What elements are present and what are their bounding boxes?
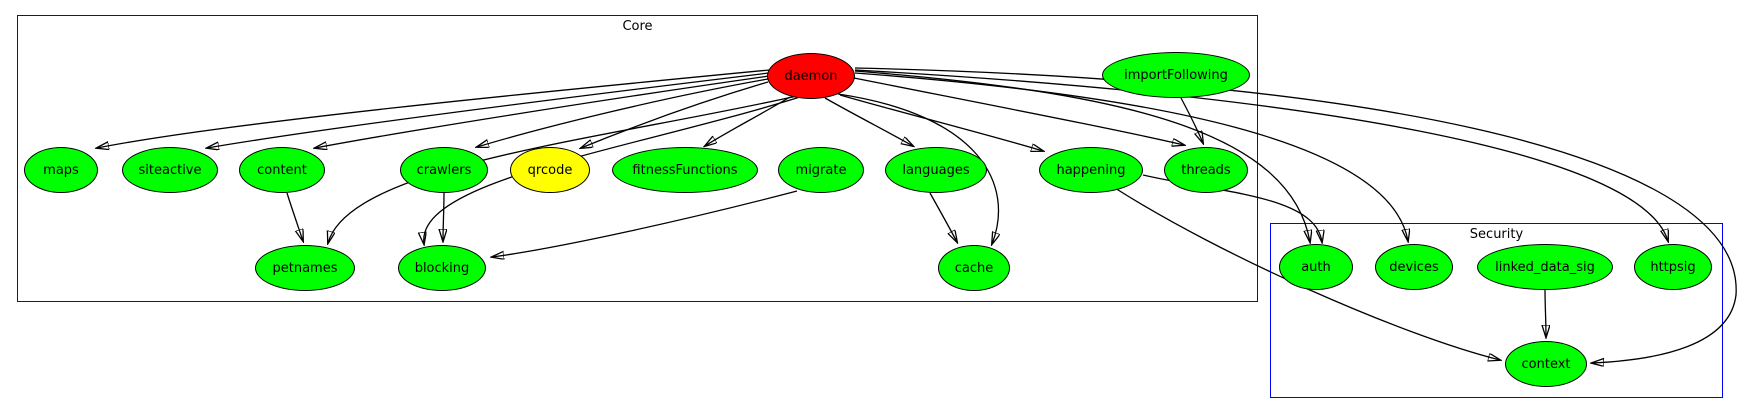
edge-crawlers-blocking — [443, 192, 444, 241]
edge-daemon-languages — [824, 97, 913, 146]
edge-daemon-qrcode — [581, 81, 769, 148]
edge-daemon-petnames — [328, 95, 798, 243]
node-qrcode: qrcode — [510, 147, 590, 193]
edge-content-petnames — [286, 192, 303, 241]
edge-daemon-auth — [854, 70, 1310, 242]
cluster-core: Core — [17, 15, 1258, 302]
node-crawlers: crawlers — [400, 147, 488, 193]
node-migrate: migrate — [778, 147, 864, 193]
edge-daemon-httpsig — [854, 69, 1668, 241]
node-httpsig: httpsig — [1634, 244, 1712, 290]
node-cache: cache — [938, 245, 1010, 291]
node-importFollowing: importFollowing — [1102, 52, 1250, 98]
node-linked_data_sig: linked_data_sig — [1477, 244, 1613, 290]
node-devices: devices — [1375, 244, 1453, 290]
node-content: content — [239, 147, 325, 193]
cluster-core-label: Core — [622, 19, 653, 34]
node-petnames: petnames — [255, 245, 355, 291]
node-languages: languages — [885, 147, 987, 193]
node-blocking: blocking — [398, 245, 486, 291]
edge-migrate-blocking — [492, 190, 798, 257]
edge-daemon-threads — [853, 77, 1184, 145]
node-daemon: daemon — [767, 53, 855, 99]
node-threads: threads — [1164, 147, 1248, 193]
node-fitnessFunctions: fitnessFunctions — [612, 147, 758, 193]
node-auth: auth — [1279, 244, 1353, 290]
edge-daemon-content — [315, 75, 770, 148]
edge-daemon-happening — [839, 94, 1043, 151]
cluster-security: Security — [1270, 223, 1723, 398]
edge-daemon-maps — [97, 69, 770, 148]
edge-daemon-siteactive — [207, 72, 770, 148]
edge-daemon-crawlers — [477, 78, 769, 147]
edge-daemon-devices — [854, 72, 1408, 241]
edge-daemon-context — [854, 67, 1737, 363]
node-context: context — [1505, 341, 1587, 387]
edge-daemon-cache — [837, 93, 998, 244]
edge-languages-cache — [929, 192, 957, 242]
edge-linked_data_sig-context — [1545, 289, 1546, 337]
node-happening: happening — [1039, 147, 1143, 193]
node-siteactive: siteactive — [122, 147, 218, 193]
edge-importFollowing-threads — [1180, 97, 1203, 143]
cluster-security-label: Security — [1469, 227, 1524, 242]
node-maps: maps — [24, 147, 98, 193]
